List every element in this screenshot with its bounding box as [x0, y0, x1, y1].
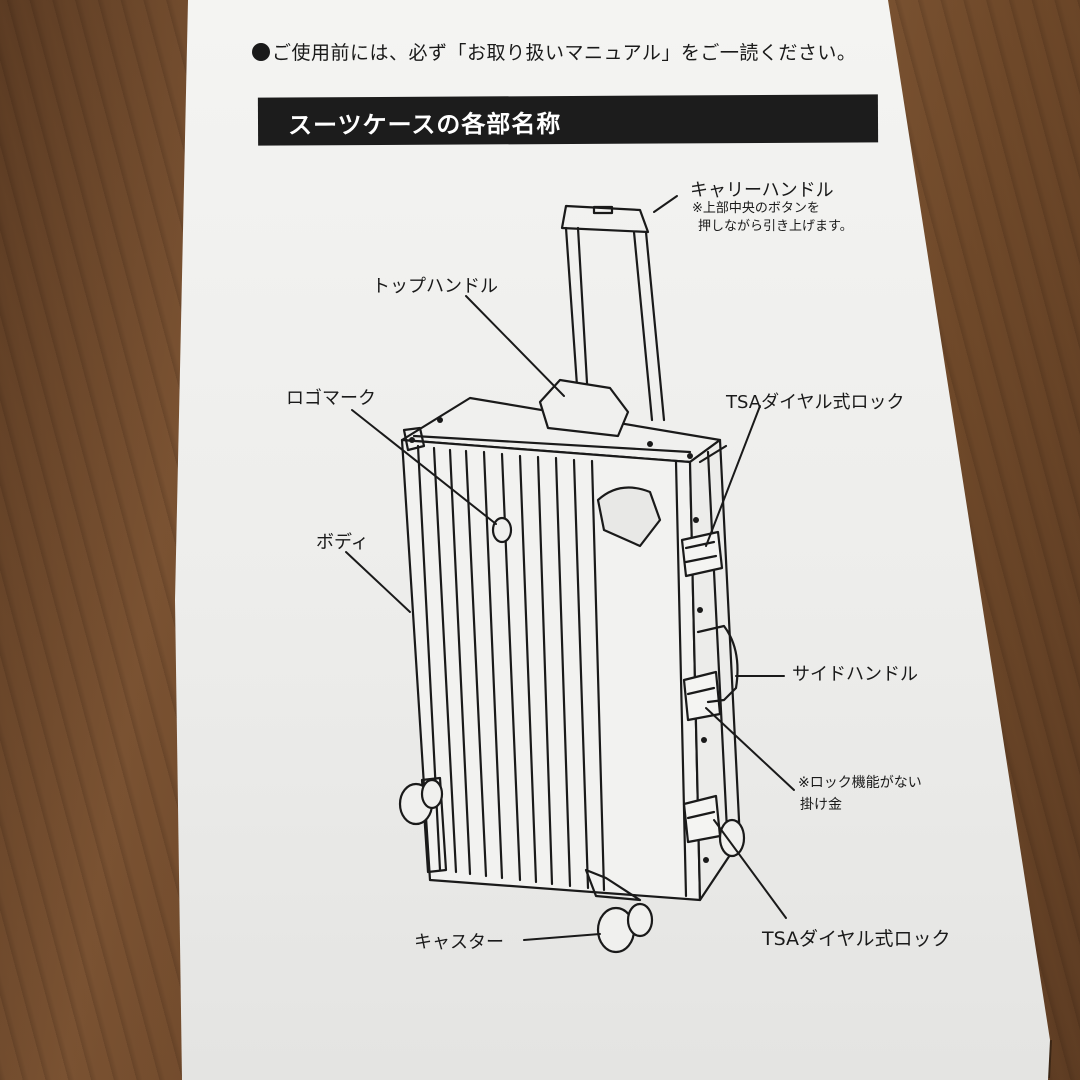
label-casters: キャスター [414, 932, 504, 953]
bullet-icon [252, 43, 270, 61]
label-tsa-lock-lower: TSAダイヤル式ロック [762, 928, 951, 950]
leader-top-handle [465, 295, 565, 397]
label-carry-handle: キャリーハンドル [690, 180, 834, 201]
suitcase-body-drawing [398, 378, 746, 954]
leader-body [345, 551, 411, 613]
leader-casters [523, 933, 601, 941]
leader-tsa-lock-upper [705, 405, 761, 547]
note-latch-1: ※ロック機能がない [798, 775, 922, 791]
note-carry-handle-1: ※上部中央のボタンを [692, 201, 820, 216]
notice-text: ご使用前には、必ず「お取り扱いマニュアル」をご一読ください。 [252, 38, 856, 65]
leader-logo-mark [351, 409, 497, 525]
label-logo-mark: ロゴマーク [286, 388, 376, 409]
label-top-handle: トップハンドル [372, 276, 498, 297]
label-tsa-lock-upper: TSAダイヤル式ロック [726, 392, 905, 413]
notice-label: ご使用前には、必ず「お取り扱いマニュアル」をご一読ください。 [272, 42, 857, 64]
leader-tsa-lock-lower [713, 819, 787, 919]
note-latch-2: 掛け金 [800, 797, 842, 813]
label-side-handle: サイドハンドル [792, 664, 918, 685]
leader-lines [345, 195, 795, 941]
note-carry-handle-2: 押しながら引き上げます。 [698, 219, 853, 234]
label-body: ボディ [316, 532, 369, 553]
leader-carry-handle [653, 195, 678, 213]
leader-latch [705, 707, 795, 791]
carry-handle-drawing [560, 204, 666, 422]
